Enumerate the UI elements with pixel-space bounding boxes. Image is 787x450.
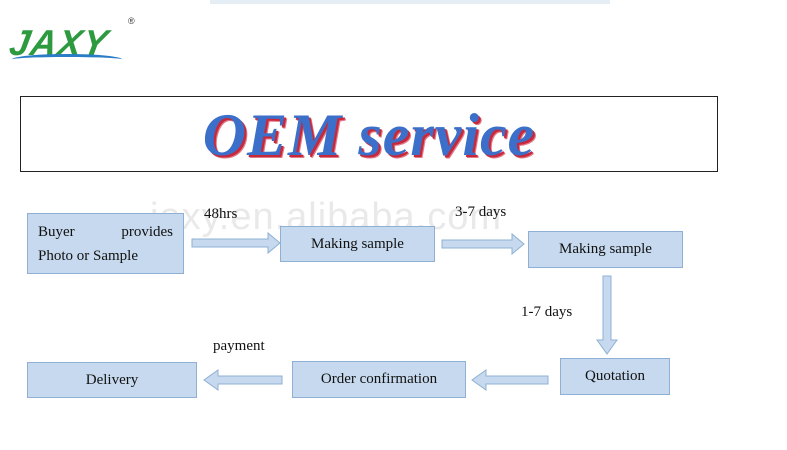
arrow-right-1 bbox=[191, 231, 281, 255]
step-quotation: Quotation bbox=[560, 358, 670, 395]
duration-3-7-days: 3-7 days bbox=[455, 204, 507, 220]
logo-swoosh-icon bbox=[12, 54, 122, 65]
step-delivery: Delivery bbox=[27, 362, 197, 398]
jaxy-logo: JAXY ® bbox=[6, 16, 143, 66]
registered-mark: ® bbox=[128, 16, 135, 26]
payment-label: payment bbox=[213, 338, 265, 354]
buyer-label: Buyer bbox=[38, 224, 75, 240]
step-making-sample-1: Making sample bbox=[280, 226, 435, 262]
oem-banner: OEM service bbox=[20, 96, 718, 172]
top-strip bbox=[210, 0, 610, 4]
arrow-left-1 bbox=[471, 369, 549, 391]
arrow-right-2 bbox=[441, 232, 525, 256]
duration-1-7-days: 1-7 days bbox=[521, 304, 573, 320]
provides-label: provides bbox=[121, 224, 173, 240]
arrow-down bbox=[596, 275, 618, 355]
banner-title: OEM service bbox=[202, 102, 536, 168]
step-buyer: Buyer provides Photo or Sample bbox=[27, 213, 184, 274]
photo-sample-label: Photo or Sample bbox=[38, 248, 138, 264]
arrow-left-2 bbox=[203, 369, 283, 391]
duration-48hrs: 48hrs bbox=[204, 206, 238, 222]
step-making-sample-2: Making sample bbox=[528, 231, 683, 268]
step-order-confirmation: Order confirmation bbox=[292, 361, 466, 398]
